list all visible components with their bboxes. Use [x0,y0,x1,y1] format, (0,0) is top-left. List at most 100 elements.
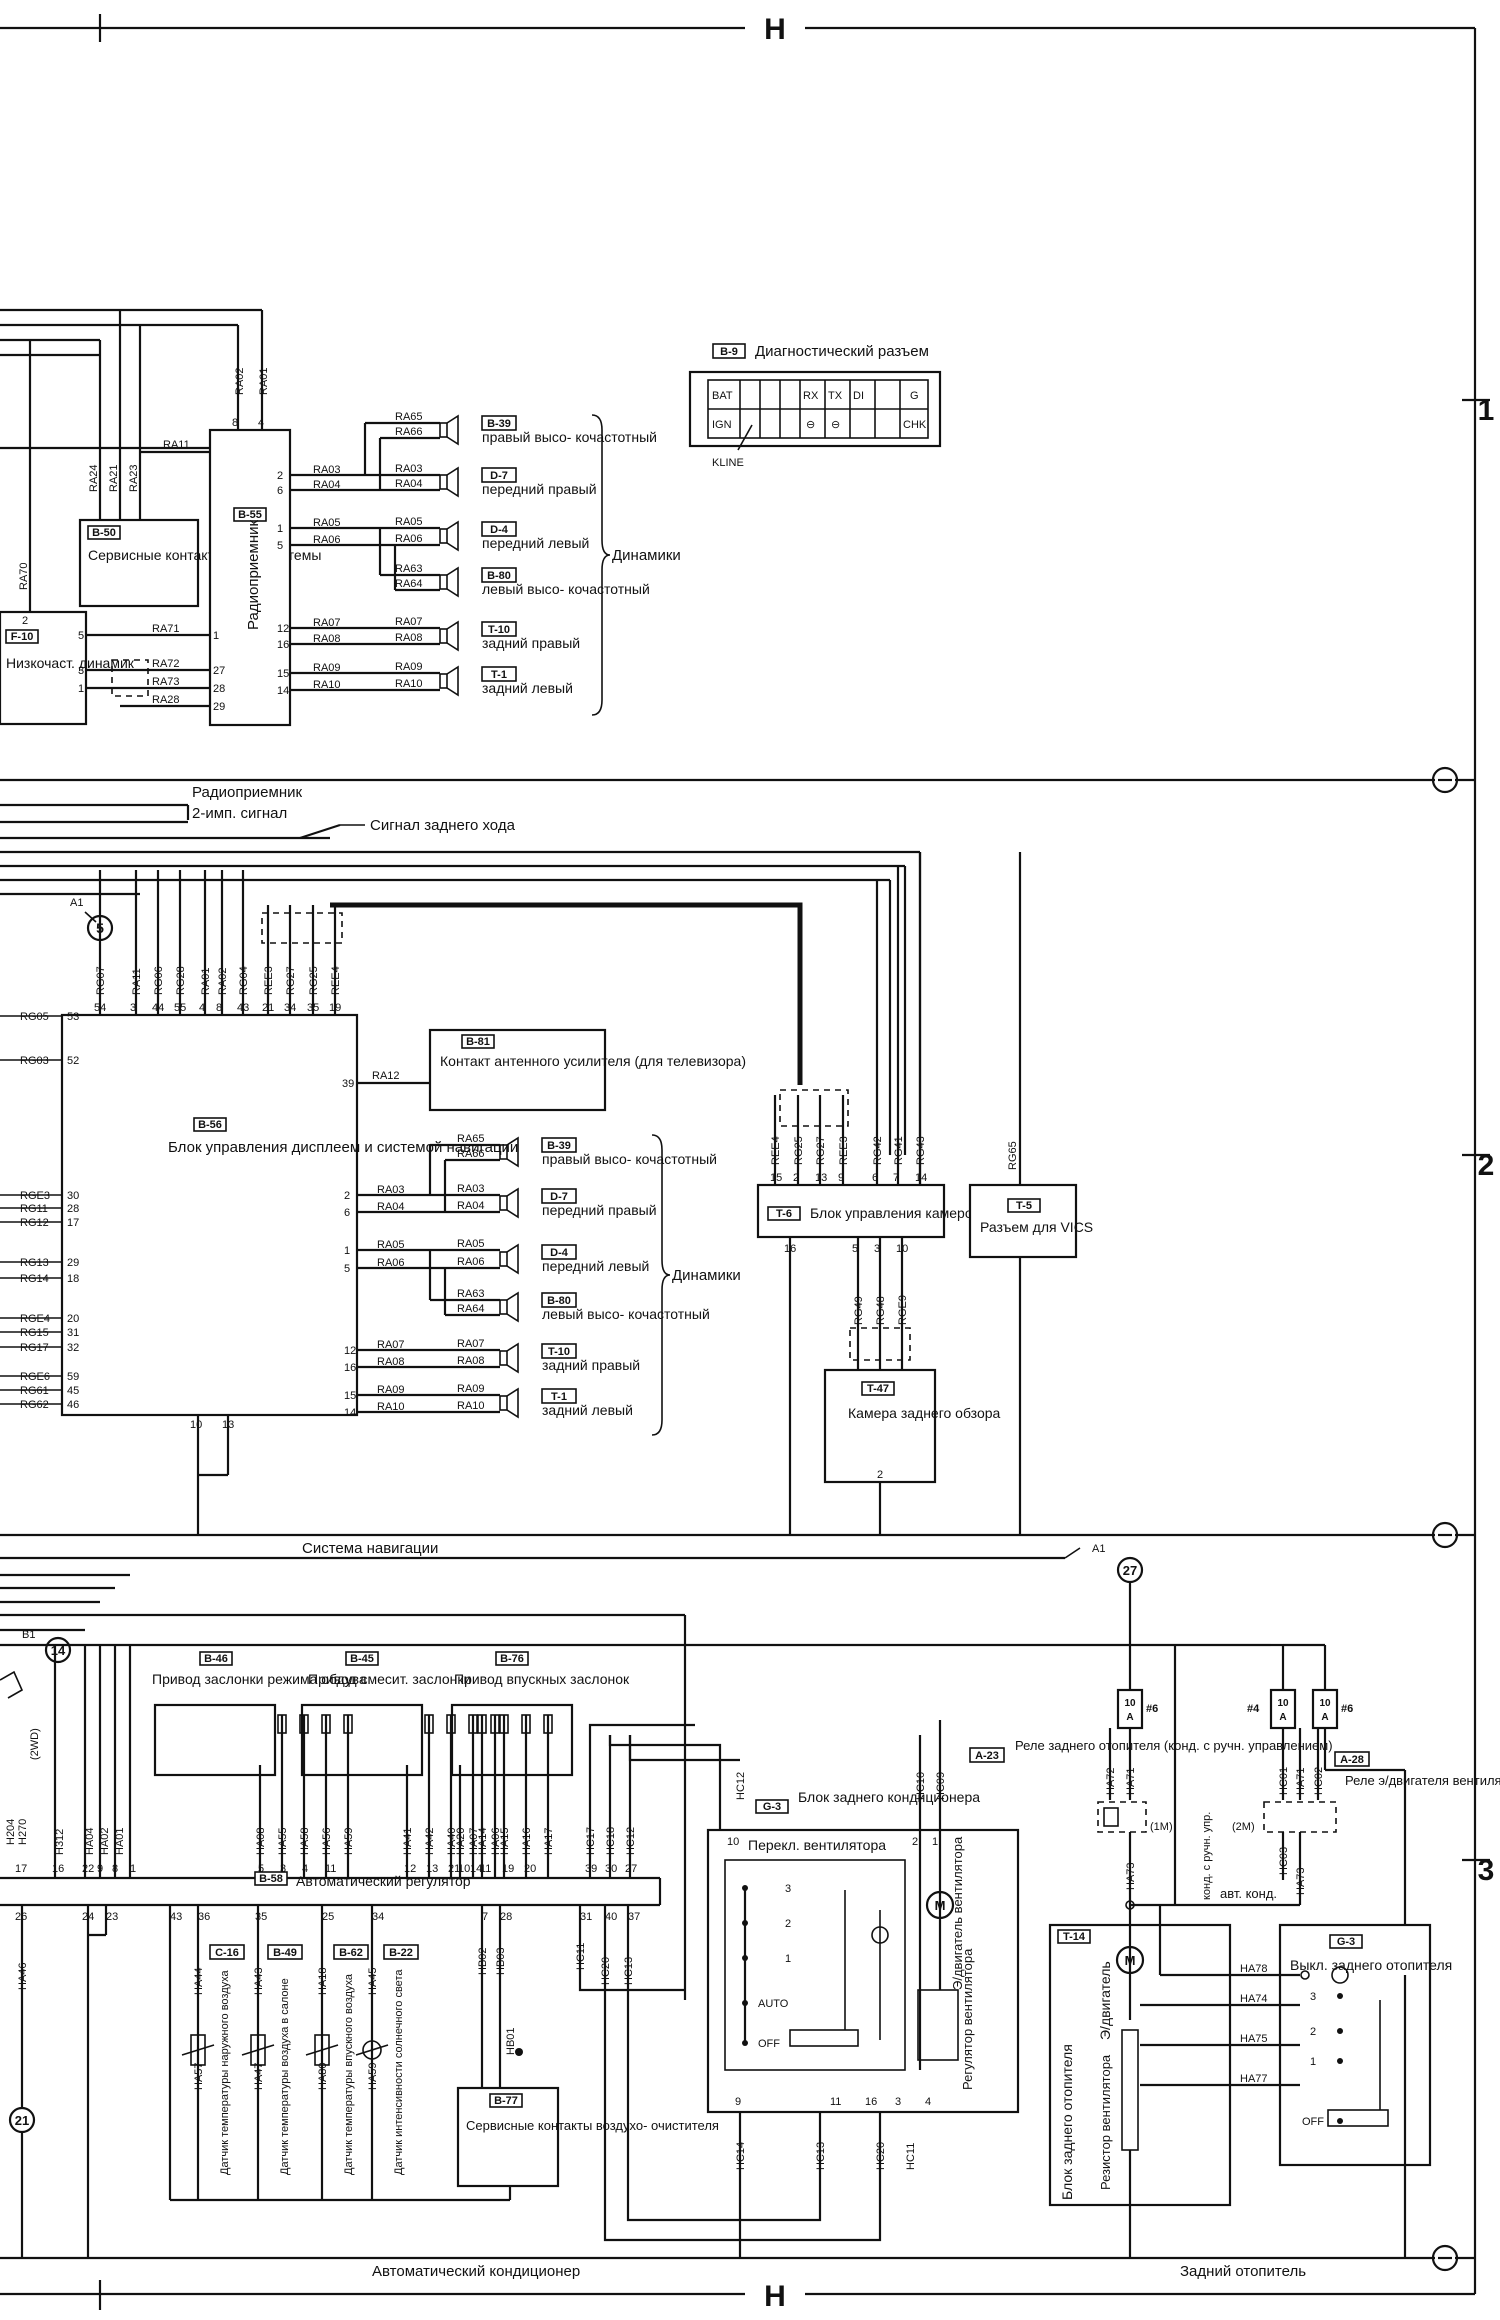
speaker-icon [439,528,448,544]
svg-text:T-6: T-6 [776,1208,792,1220]
component-tag: D-7 [550,1191,568,1203]
svg-text:RA12: RA12 [372,1070,400,1082]
wire-label: RA05 [457,1238,485,1250]
heater-switch-position: OFF [1302,2116,1324,2128]
wire-label: 16 [52,1863,64,1875]
receiver-title: Радиоприемник [245,520,262,630]
svg-text:B-46: B-46 [204,1653,228,1665]
speaker-icon [439,673,448,689]
svg-text:10: 10 [1319,1698,1331,1709]
wire-label: 15 [344,1390,356,1402]
wire-label: 17 [15,1863,27,1875]
speaker-name: задний левый [482,680,573,696]
wire-label: RA10 [313,679,341,691]
act-mix-title: Привод смесит. заслонки [308,1671,471,1687]
wire-label: 10 [458,1863,470,1875]
component-tag: B-62 [339,1947,363,1959]
wire-label: 36 [198,1911,210,1923]
component-tag: A-23 [975,1750,999,1762]
wire-label: 29 [213,701,225,713]
component-tag: C-16 [215,1947,239,1959]
speaker-name: передний левый [482,535,589,551]
section-auto-label: Автоматический кондиционер [372,2263,580,2280]
wire-label: 16 [865,2096,877,2108]
wire-label: HB01 [505,2027,517,2055]
wire-label: 5 [344,1263,350,1275]
actuator-mode: B-46 Привод заслонки режима обдува [152,1651,367,1777]
wire-label: HA73 [1295,1867,1307,1895]
wire-label: 16 [277,639,289,651]
svg-text:(2WD): (2WD) [29,1728,41,1760]
wire-label: HA47 [253,2062,265,2090]
wire-label: HC11 [575,1943,587,1970]
svg-text:2: 2 [22,615,28,627]
svg-text:⊖: ⊖ [806,419,815,431]
svg-text:H204: H204 [5,1819,17,1845]
wire-label: RG48 [875,1296,887,1325]
wire-label: RA10 [395,678,423,690]
wire-label: 53 [67,1011,79,1023]
wire-label: HA14 [477,1827,489,1855]
grid-letter-bottom: H [764,2280,786,2313]
camera-unit-title: Блок управления камерой [810,1205,980,1221]
component-tag: T-10 [548,1346,570,1358]
nav-speakers-label: Динамики [672,1267,741,1284]
speaker-name: задний правый [482,635,580,651]
svg-text:10: 10 [190,1419,202,1431]
wire-label: RA66 [457,1148,485,1160]
wire-label: RGE9 [897,1295,909,1325]
wire-label: 5 [258,1863,264,1875]
wire-label: RA03 [395,463,423,475]
wire-label: 11 [480,1863,491,1875]
wire-label: 1 [213,630,219,642]
svg-text:⊖: ⊖ [831,419,840,431]
wire-label: 28 [500,1911,512,1923]
wire-label: RG15 [20,1327,49,1339]
wire-label: 4 [199,1002,205,1014]
wire-label: HA71 [1295,1767,1307,1795]
wire-label: RA08 [377,1356,405,1368]
wire-label: RA71 [152,623,180,635]
wire-label: 30 [67,1190,79,1202]
ra11-label: RA11 [163,439,190,451]
wire-label: 19 [502,1863,514,1875]
wire-label: RA04 [313,479,341,491]
svg-text:14: 14 [51,1643,66,1658]
wire-label: HC17 [585,1827,597,1855]
svg-text:B-58: B-58 [259,1873,283,1885]
sensor-name: Датчик температуры наружного воздуха [219,1969,231,2175]
speaker-name: задний левый [542,1402,633,1418]
wire-label: 25 [322,1911,334,1923]
camera-control-unit: T-6 Блок управления камерой [756,1183,980,1239]
wire-label: RG13 [20,1257,49,1269]
component-tag: B-80 [547,1295,571,1307]
wire-label: 4 [925,2096,931,2108]
svg-text:RA70: RA70 [18,562,30,590]
wire-label: HA75 [1240,2033,1268,2045]
wire-label: HA45 [367,1967,379,1995]
svg-text:RX: RX [803,390,819,402]
component-tag: T-10 [488,624,510,636]
grid-row-2: 2 [1478,1149,1495,1182]
wire-label: 16 [344,1362,356,1374]
vics-connector: T-5 Разъем для VICS [968,1183,1093,1259]
svg-text:#4: #4 [1247,1703,1260,1715]
wire-label: HA56 [321,1827,333,1855]
wire-label: RA08 [457,1355,485,1367]
wire-label: HA40 [446,1827,458,1855]
wire-label: HA06 [490,1827,502,1855]
actuator-intake: B-76 Привод впускных заслонок [450,1651,630,1777]
wire-label: RA07 [377,1339,405,1351]
wire-label: RG17 [20,1342,49,1354]
wire-label: RA09 [377,1384,405,1396]
svg-text:DI: DI [853,390,864,402]
rear-ac-unit: G-3 Блок заднего кондиционера Перекл. ве… [706,1789,1020,2114]
wire-label: RA09 [457,1383,485,1395]
wire-label: HC12 [625,1827,637,1855]
wire-label: 2 [912,1836,918,1848]
wire-label: 39 [585,1863,597,1875]
wire-label: RA04 [377,1201,405,1213]
wire-label: HC02 [1313,1767,1325,1795]
speaker-name: левый высо- кочастотный [482,581,650,597]
component-tag: D-4 [550,1247,569,1259]
